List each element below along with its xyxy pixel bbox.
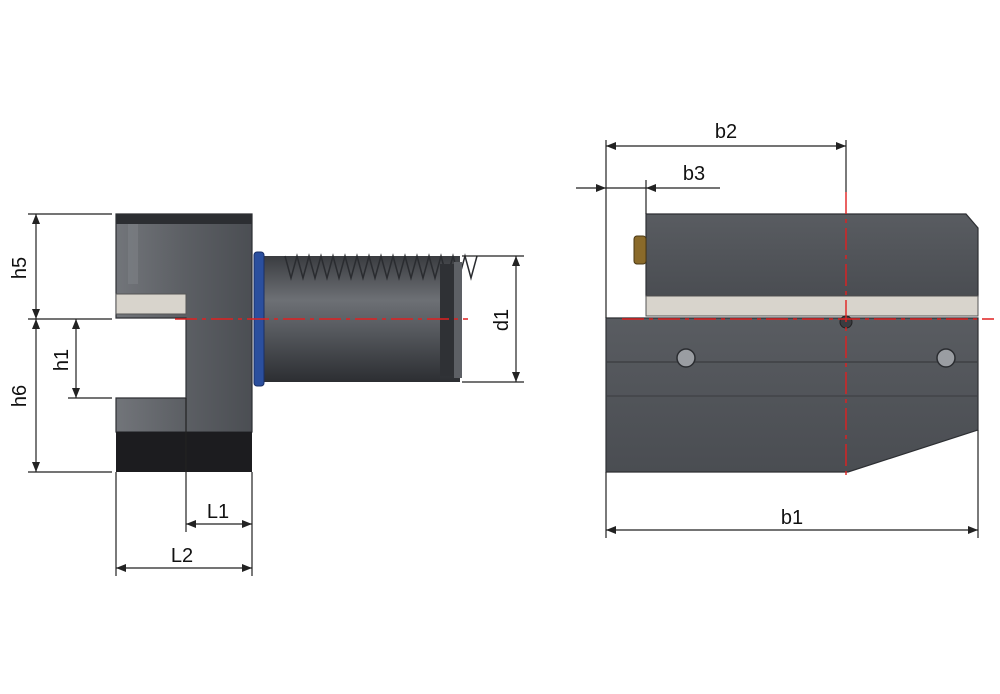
lower-block <box>605 317 979 473</box>
label-d1: d1 <box>491 309 513 331</box>
label-b1: b1 <box>781 507 803 529</box>
front-view-dimensions <box>576 140 979 538</box>
label-h6: h6 <box>9 385 31 407</box>
clamp-strip <box>115 293 187 315</box>
side-view <box>115 213 478 472</box>
label-b2: b2 <box>715 121 737 143</box>
upper-block <box>645 213 979 297</box>
side-view-dimensions <box>28 213 524 576</box>
label-h5: h5 <box>9 257 31 279</box>
label-b3: b3 <box>683 163 705 185</box>
label-h1: h1 <box>51 349 73 371</box>
base-block <box>116 432 252 472</box>
hole-left <box>676 348 696 368</box>
front-view <box>605 192 994 476</box>
screw-head <box>633 235 647 265</box>
holder-body <box>115 213 253 433</box>
label-L2: L2 <box>171 545 193 567</box>
label-L1: L1 <box>207 501 229 523</box>
hole-right <box>936 348 956 368</box>
front-clamp-strip <box>645 295 979 317</box>
